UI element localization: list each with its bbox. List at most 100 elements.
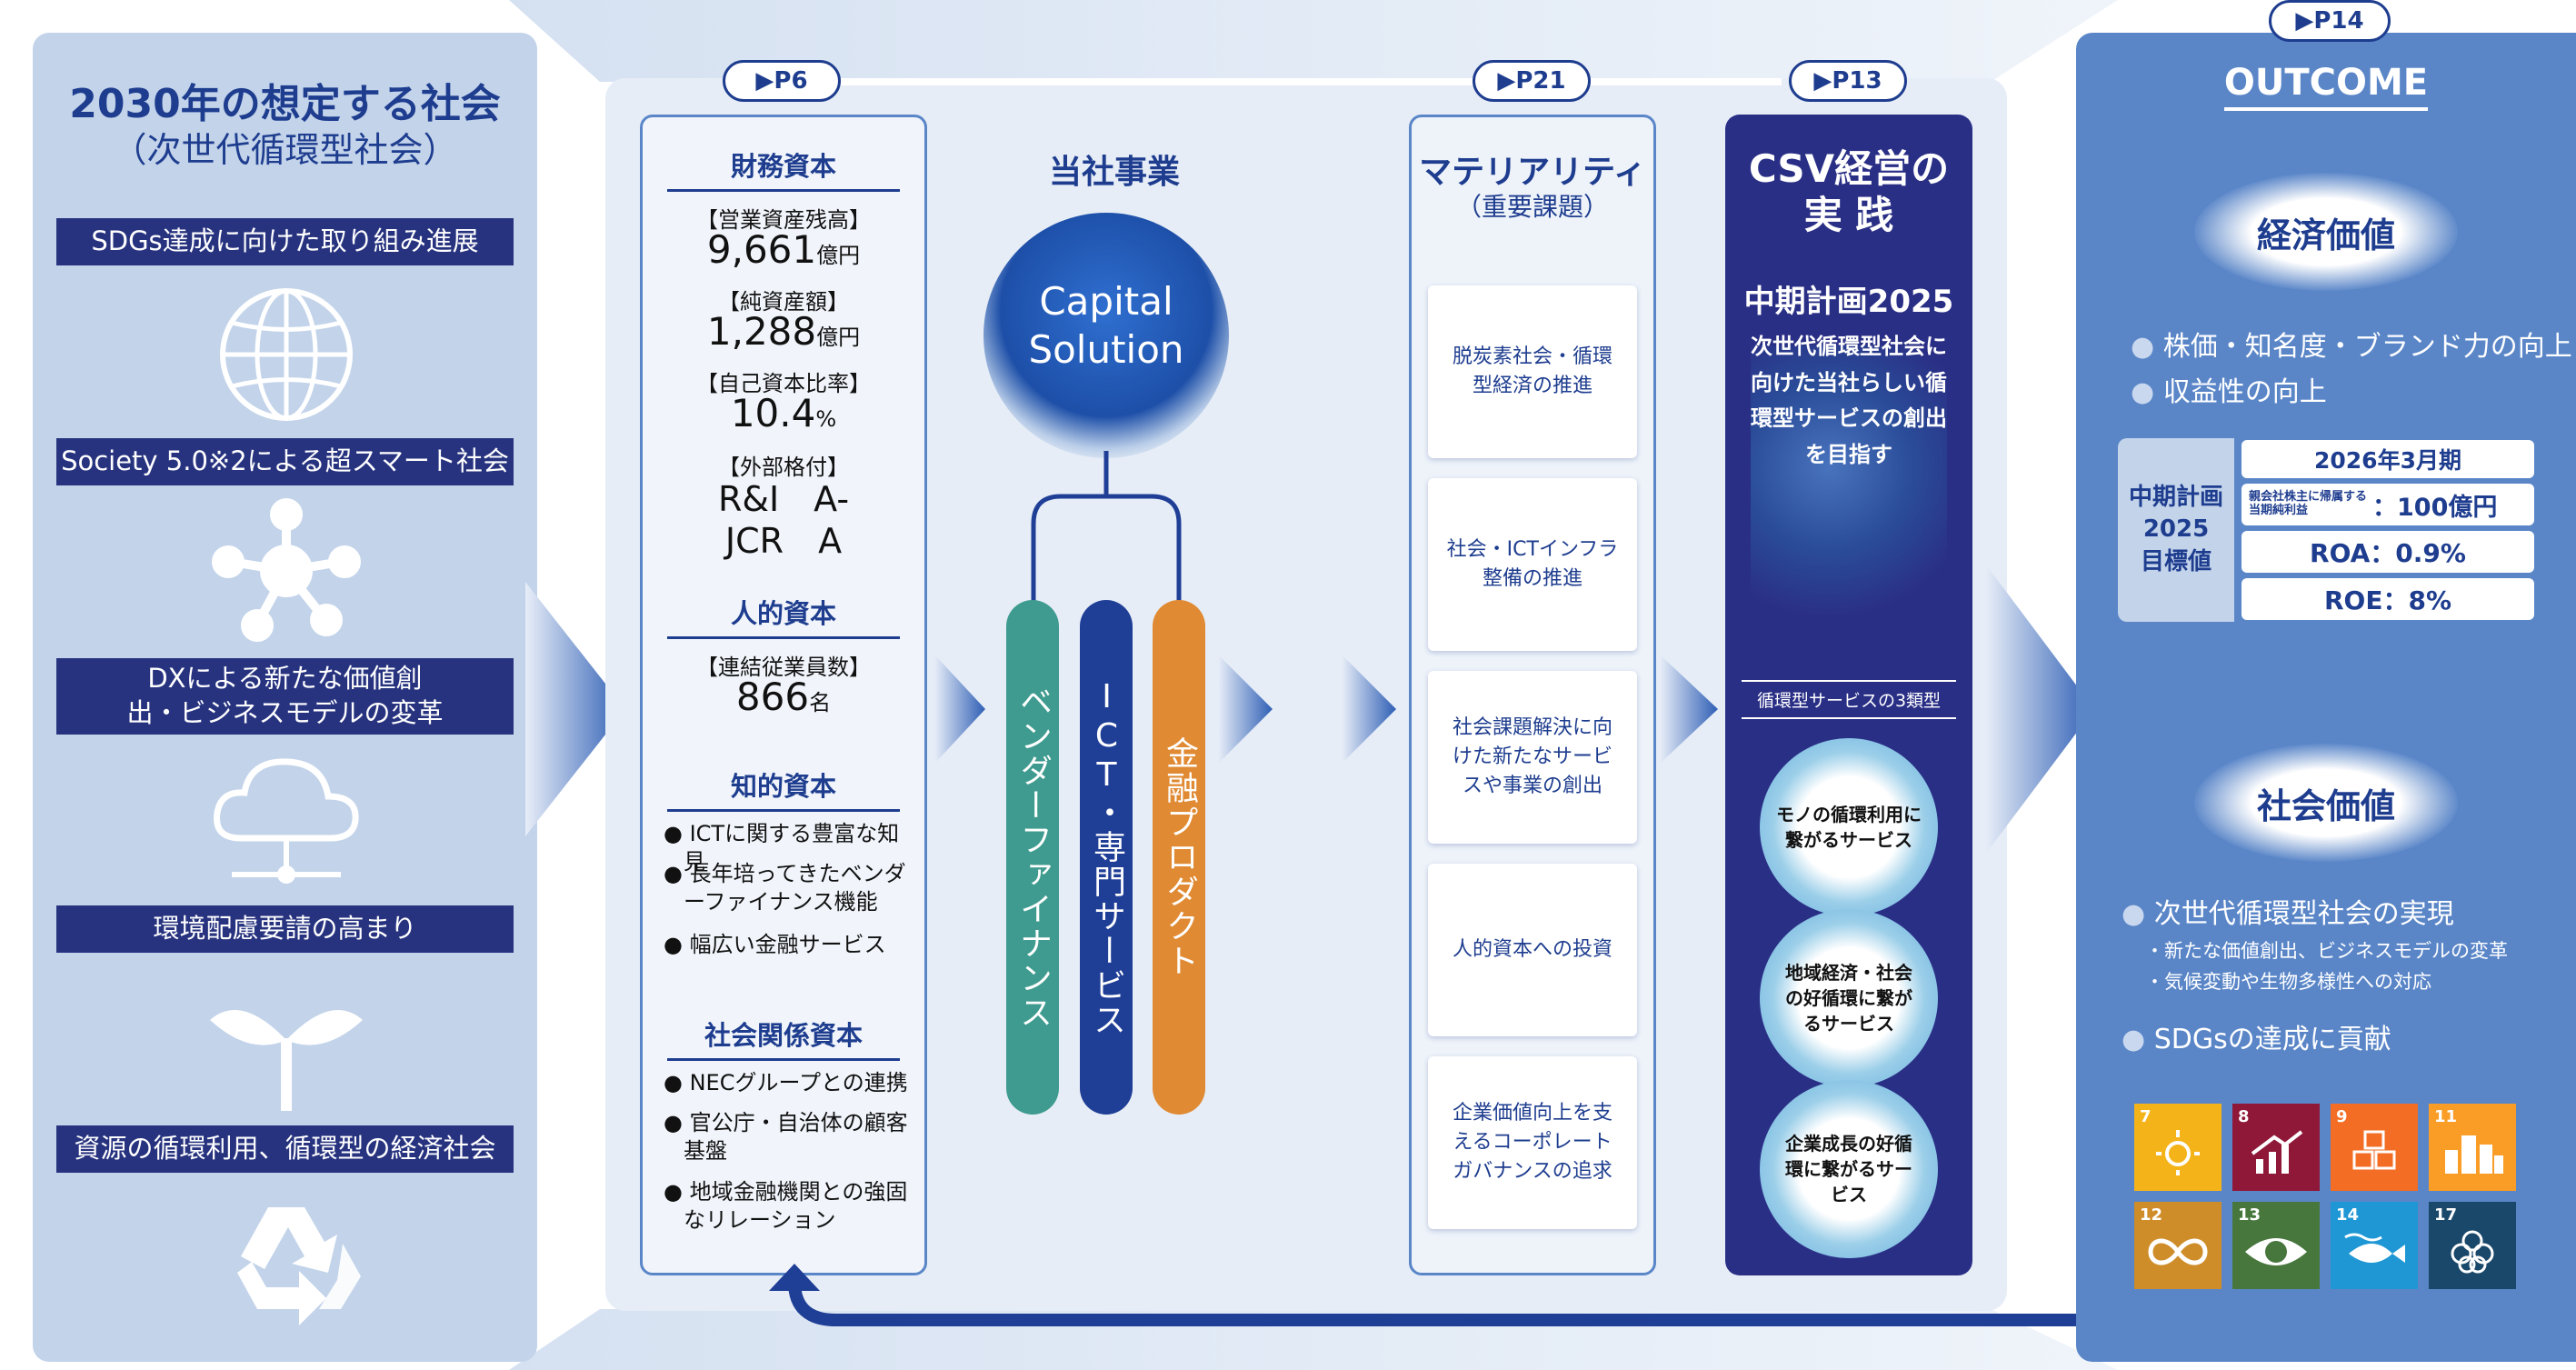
sdg-tile-14-num: 14 [2336,1205,2360,1225]
employees-label: 【連結従業員数】 [696,655,871,680]
social-item-1-text: NECグループとの連携 [689,1070,908,1095]
target-period: 2026年3月期 [2242,440,2534,478]
economic-value-title: 経済価値 [2194,173,2458,291]
social-item-3: ● 地域金融機関との強固なリレーション [664,1179,908,1234]
core-text-2: Solution [1028,326,1184,372]
employees-value: 866 [735,675,810,719]
social-item-2: ● 官公庁・自治体の顧客基盤 [664,1110,908,1165]
sun-icon [2156,1130,2200,1175]
rating-ri: R&I A- [717,479,850,519]
outcome-title-text: OUTCOME [2223,62,2429,111]
materiality-card-5: 企業価値向上を支えるコーポレートガバナンスの追求 [1428,1056,1637,1229]
flow-arrow-6 [1985,564,2094,855]
materiality-card-4-text: 人的資本への投資 [1452,938,1612,962]
page-link-p21[interactable]: ▶P21 [1473,60,1591,102]
business-title: 当社事業 [1048,154,1180,191]
sdg-tile-12: 12 [2134,1202,2222,1289]
target-side-1: 中期計画 [2128,484,2223,512]
sdg-tile-13: 13 [2232,1202,2320,1289]
sdg-tile-17: 17 [2429,1202,2516,1289]
pillar-financial-product: 金融プロダクト [1153,600,1205,1115]
csv-title-2: 実 践 [1803,193,1894,238]
feedback-loop-arrow [769,1264,2118,1326]
trend-society5: Society 5.0※2による超スマート社会 [56,438,514,485]
intellectual-item-2: ● 長年培ってきたベンダーファイナンス機能 [664,861,906,915]
target-side-3: 目標値 [2140,547,2212,575]
financial-value-assets: 9,661億円 [649,227,918,272]
target-net-label: 親会社株主に帰属する当期純利益 [2249,490,2368,517]
sdg-tile-7: 7 [2134,1104,2222,1191]
flow-arrow-4 [1342,655,1396,764]
trend-circular: 資源の循環利用、循環型の経済社会 [56,1125,514,1173]
page-link-p13[interactable]: ▶P13 [1789,60,1907,102]
target-side-2: 2025 [2142,515,2210,544]
employees-unit: 名 [809,690,832,715]
left-subtitle: （次世代循環型社会） [112,130,458,170]
net-assets-value: 1,288 [706,309,817,354]
sdg-tile-9: 9 [2331,1104,2418,1191]
intellectual-item-2-text: 長年培ってきたベンダーファイナンス機能 [684,861,906,915]
page-link-p6[interactable]: ▶P6 [723,60,841,102]
target-net-income: 親会社株主に帰属する当期純利益 ：100億円 [2242,484,2534,525]
sdg-tile-9-num: 9 [2336,1107,2348,1126]
page-link-p14[interactable]: ▶P14 [2269,0,2391,42]
service-type-2: 地域経済・社会の好循環に繋がるサービス [1760,909,1938,1087]
csv-plan: 中期計画2025 [1743,284,1954,320]
assets-value: 9,661 [706,227,817,272]
trend-environment: 環境配慮要請の高まり [56,905,514,953]
rating-jcr: JCR A [724,521,843,561]
cloud-icon [214,758,359,884]
economic-point-1-text: 株価・知名度・ブランド力の向上 [2162,331,2572,363]
equity-ratio-unit: % [815,406,837,432]
materiality-card-1: 脱炭素社会・循環型経済の推進 [1428,285,1637,458]
sdg-tile-13-num: 13 [2238,1205,2261,1225]
financial-label-net: 【純資産額】 [718,289,849,315]
fish-icon [2344,1233,2405,1263]
flower-icon [2451,1230,2494,1274]
social-point-2: ● SDGsの達成に貢献 [2122,1024,2391,1055]
materiality-card-3-text: 社会課題解決に向けた新たなサービスや事業の創出 [1453,716,1613,797]
target-net-value: ：100億円 [2372,493,2498,522]
financial-label-assets: 【営業資産残高】 [696,207,871,233]
csv-title-1: CSV経営の [1748,146,1950,191]
service-type-1-text: モノの循環利用に繋がるサービス [1776,804,1922,851]
flow-arrow-5 [1660,655,1718,764]
left-title: 2030年の想定する社会 [69,81,501,127]
outcome-title: OUTCOME [2167,62,2485,111]
capital-box [640,115,927,1275]
net-assets-unit: 億円 [816,325,861,350]
social-sub-2: ・気候変動や生物多様性への対応 [2145,971,2431,993]
trend-sdgs: SDGs達成に向けた取り組み進展 [56,218,514,265]
pillar-vendor-finance: ベンダーファイナンス [1006,600,1059,1115]
sdg-tile-12-num: 12 [2140,1205,2163,1225]
pillar-ict-service: ICT・専門サービス [1080,600,1133,1115]
sdg-tile-8-num: 8 [2238,1107,2250,1126]
csv-desc: 次世代循環型社会に向けた当社らしい循環型サービスの創出を目指す [1751,334,1947,467]
service-type-3: 企業成長の好循環に繋がるサービス [1760,1080,1938,1258]
financial-label-equity: 【自己資本比率】 [696,371,871,396]
social-item-3-text: 地域金融機関との強固なリレーション [684,1179,908,1234]
growth-icon [2251,1130,2303,1174]
social-value-title: 社会価値 [2194,744,2458,862]
flow-arrow-1 [525,582,625,836]
target-roe: ROE：8% [2242,578,2534,620]
economic-point-2-text: 収益性の向上 [2162,376,2327,408]
social-point-1-text: 次世代循環型社会の実現 [2153,898,2454,930]
equity-ratio-value: 10.4 [730,391,816,435]
intellectual-item-1: ● ICTに関する豊富な知見 [664,821,900,875]
materiality-card-2-text: 社会・ICTインフラ整備の推進 [1446,538,1619,590]
capital-solution-core [983,213,1229,458]
materiality-card-3: 社会課題解決に向けた新たなサービスや事業の創出 [1428,671,1637,844]
materiality-subtitle: （重要課題） [1455,192,1609,222]
intellectual-item-3: ● 幅広い金融サービス [664,932,886,957]
financial-value-equity: 10.4% [649,391,918,435]
target-side-label: 中期計画 2025 目標値 [2118,438,2234,622]
flow-arrow-3 [1218,655,1273,764]
human-capital-title: 人的資本 [667,593,900,639]
sdg-tile-11: 11 [2429,1104,2516,1191]
intellectual-item-3-text: 幅広い金融サービス [689,932,886,957]
earth-image [1751,345,1947,615]
flow-arrow-2 [934,655,985,764]
intellectual-item-1-text: ICTに関する豊富な知見 [684,821,900,875]
economic-point-2: ● 収益性の向上 [2131,376,2327,408]
